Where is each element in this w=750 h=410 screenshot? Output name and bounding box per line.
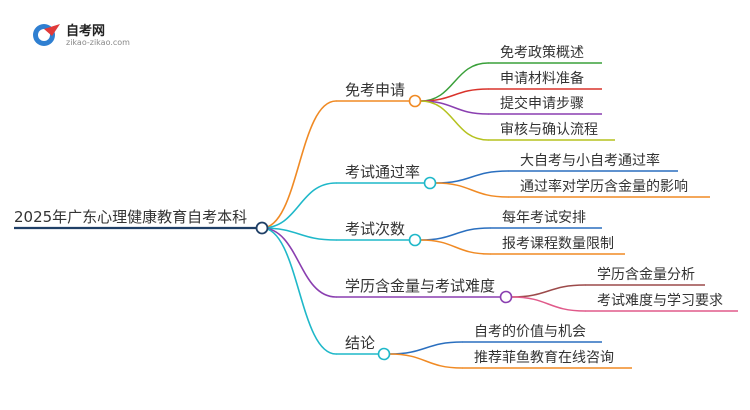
branch-node xyxy=(499,290,513,304)
child-connector xyxy=(419,62,489,102)
child-connector xyxy=(434,182,509,198)
brand-url: zikao-zikao.com xyxy=(66,38,130,47)
child-connector xyxy=(510,296,586,312)
child-connector xyxy=(388,353,463,369)
child-connector xyxy=(419,239,491,255)
child-connector xyxy=(434,170,509,184)
root-label: 2025年广东心理健康教育自考本科 xyxy=(14,208,247,226)
child-label: 审核与确认流程 xyxy=(500,122,598,138)
branch-node xyxy=(408,94,422,108)
root-connector xyxy=(261,182,337,229)
child-label: 自考的价值与机会 xyxy=(474,324,586,340)
child-label: 学历含金量分析 xyxy=(597,267,695,283)
child-connector xyxy=(388,341,463,355)
child-label: 提交申请步骤 xyxy=(500,95,584,112)
root-connector xyxy=(261,227,337,355)
branch-node xyxy=(423,176,437,190)
root-connector xyxy=(261,100,337,229)
branch-label: 免考申请 xyxy=(345,81,405,99)
child-connector xyxy=(510,284,586,298)
child-label: 大自考与小自考通过率 xyxy=(520,152,660,169)
child-label: 考试难度与学习要求 xyxy=(597,293,723,309)
branch-label: 考试次数 xyxy=(345,220,405,238)
branch-node xyxy=(377,347,391,361)
child-label: 通过率对学历含金量的影响 xyxy=(520,178,688,195)
child-label: 推荐菲鱼教育在线咨询 xyxy=(474,349,614,366)
branch-label: 结论 xyxy=(345,334,375,352)
branch-node xyxy=(408,233,422,247)
child-label: 申请材料准备 xyxy=(500,70,584,87)
child-connector xyxy=(419,100,489,141)
child-connector xyxy=(419,227,491,241)
child-label: 报考课程数量限制 xyxy=(502,236,614,252)
brand-logo: 自考网 zikao-zikao.com xyxy=(30,18,140,52)
root-node xyxy=(255,221,269,235)
root-connector xyxy=(261,227,337,298)
branch-label: 考试通过率 xyxy=(345,163,420,181)
child-label: 每年考试安排 xyxy=(502,210,586,226)
branch-label: 学历含金量与考试难度 xyxy=(345,277,495,295)
brand-name: 自考网 xyxy=(66,24,106,39)
root-connector xyxy=(261,227,337,241)
child-label: 免考政策概述 xyxy=(500,44,584,61)
graduation-cap-icon xyxy=(33,24,60,46)
